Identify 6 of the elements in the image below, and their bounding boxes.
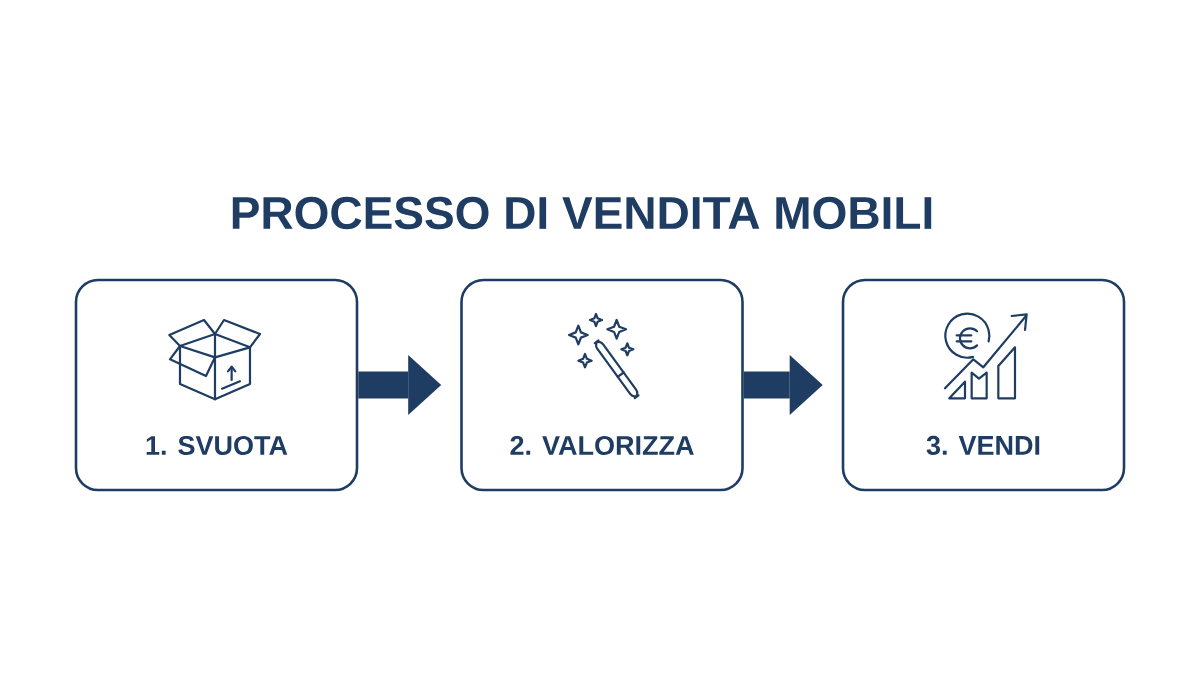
- block-arrow: [743, 355, 823, 415]
- step-box: 3. VENDI: [841, 278, 1126, 492]
- step-box: 2. VALORIZZA: [460, 278, 744, 492]
- title: PROCESSO DI VENDITA MOBILI: [232, 196, 932, 230]
- step-box: 1. SVUOTA: [74, 278, 359, 492]
- block-arrow: [358, 355, 442, 415]
